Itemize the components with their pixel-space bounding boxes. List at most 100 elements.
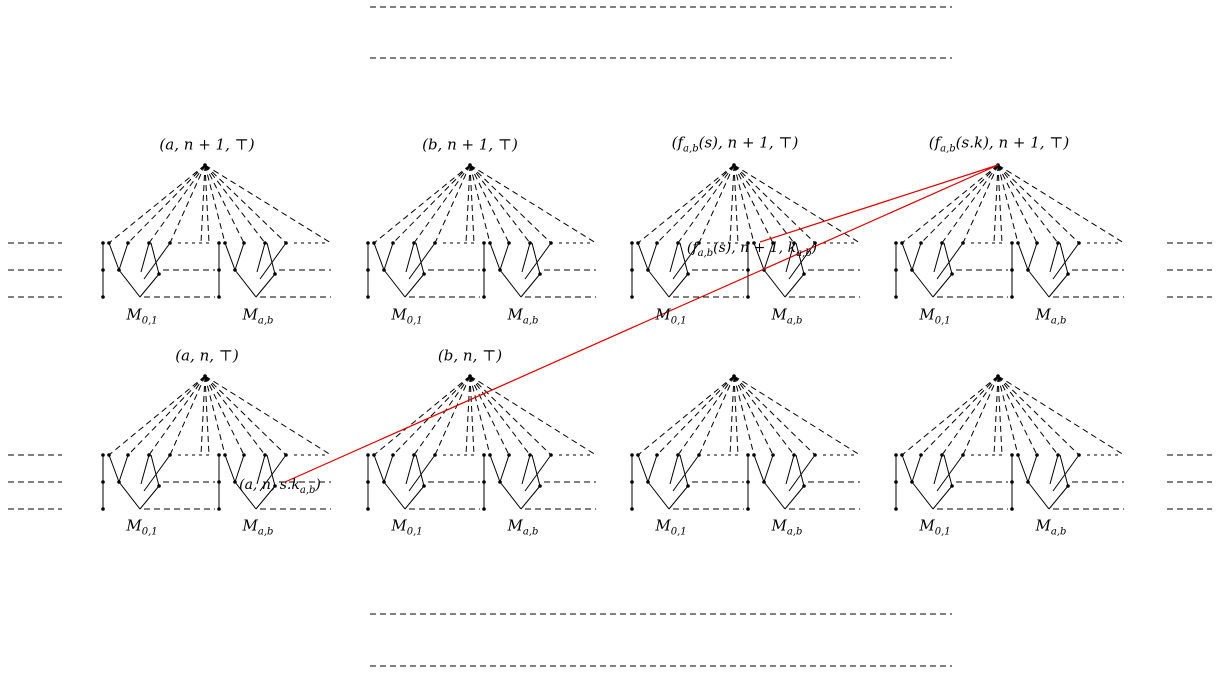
spine-mid-dot: [482, 268, 486, 272]
tree-edge: [936, 454, 964, 492]
tree-edge: [1059, 242, 1069, 275]
tree-edge: [150, 454, 160, 487]
dashed-fan-edge: [469, 164, 510, 244]
root-dot: [732, 374, 736, 378]
inner-dot: [950, 272, 954, 276]
tree-edge: [911, 269, 934, 298]
dashed-fan-edge: [733, 164, 861, 244]
leaf-dot: [147, 453, 151, 457]
dashed-fan-edge: [733, 375, 755, 456]
annotation-f-s-n-plus-1-k: (fa,b(s), n + 1, ka,b): [686, 240, 818, 259]
tree-edge: [489, 454, 501, 483]
spine-mid-dot: [101, 480, 105, 484]
dashed-fan-edge: [920, 375, 999, 456]
inner-dot: [950, 484, 954, 488]
tree-edge: [256, 454, 266, 485]
tree-edge: [139, 485, 160, 510]
dashed-fan-edge: [108, 375, 206, 456]
tree-edge: [373, 242, 385, 271]
inner-dot: [422, 272, 426, 276]
tree-edge: [1027, 454, 1038, 483]
dashed-fan-edge: [656, 164, 735, 244]
leaf-dot: [771, 241, 775, 245]
leaf-dot: [961, 241, 965, 245]
spine-bottom-dot: [482, 295, 486, 299]
tree-edge: [521, 242, 531, 273]
leaf-dot: [919, 241, 923, 245]
subtree-label-m01: M0,1: [919, 305, 951, 327]
inner-dot: [762, 480, 766, 484]
tree-edge: [932, 485, 953, 510]
tree-edge: [224, 454, 236, 483]
spine-bottom-dot: [217, 507, 221, 511]
tree-edge: [943, 454, 953, 487]
tree-edge: [668, 485, 689, 510]
spine-top-dot: [1010, 241, 1014, 245]
leaf-dot: [168, 453, 172, 457]
tree-edge: [499, 242, 510, 271]
spine-mid-dot: [746, 480, 750, 484]
tree-edge: [943, 242, 953, 275]
tree-edge: [647, 269, 670, 298]
dashed-fan-edge: [733, 375, 774, 456]
dashed-fan-edge: [148, 164, 206, 244]
inner-dot: [273, 272, 277, 276]
tree-edge: [415, 454, 425, 487]
inner-dot: [422, 484, 426, 488]
subtree-label-mab: Ma,b: [771, 516, 803, 538]
tree-edge: [679, 454, 689, 487]
leaf-dot: [107, 241, 111, 245]
tree-edge: [1048, 273, 1069, 298]
tree-edge: [521, 454, 531, 485]
tree-edge: [150, 242, 160, 275]
spine-mid-dot: [366, 480, 370, 484]
dashed-fan-edge: [997, 375, 1059, 456]
root-dot: [468, 163, 472, 167]
dashed-fan-edge: [469, 164, 475, 244]
inner-dot: [498, 268, 502, 272]
dashed-fan-edge: [941, 375, 999, 456]
spine-top-dot: [366, 453, 370, 457]
dashed-fan-edge: [108, 164, 206, 244]
leaf-dot: [940, 453, 944, 457]
leaf-dot: [1056, 453, 1060, 457]
dashed-fan-edge: [392, 375, 471, 456]
leaf-dot: [507, 453, 511, 457]
tree-edge: [256, 242, 266, 273]
spine-mid-dot: [366, 268, 370, 272]
tree-edge: [1048, 485, 1069, 510]
tree-edge: [118, 269, 141, 298]
subtree-label-m01: M0,1: [391, 305, 423, 327]
leaf-dot: [168, 241, 172, 245]
dashed-fan-edge: [698, 375, 735, 456]
spine-top-dot: [746, 241, 750, 245]
subtree-label-m01: M0,1: [391, 516, 423, 538]
tree-edge: [1017, 454, 1029, 483]
dashed-fan-edge: [733, 375, 861, 456]
inner-dot: [538, 272, 542, 276]
leaf-dot: [655, 241, 659, 245]
dashed-fan-edge: [469, 164, 491, 244]
tree-edge: [1052, 242, 1080, 280]
leaf-dot: [528, 453, 532, 457]
spine-bottom-dot: [894, 295, 898, 299]
subtree-label-mab: Ma,b: [1035, 516, 1067, 538]
spine-top-dot: [366, 241, 370, 245]
leaf-dot: [528, 241, 532, 245]
spine-top-dot: [630, 453, 634, 457]
dashed-fan-edge: [469, 375, 552, 456]
tree-edge: [234, 454, 245, 483]
subtree-label-m01: M0,1: [919, 516, 951, 538]
dashed-fan-edge: [962, 164, 999, 244]
dashed-fan-edge: [469, 375, 531, 456]
leaf-dot: [372, 241, 376, 245]
spine-top-dot: [482, 241, 486, 245]
inner-dot: [538, 484, 542, 488]
tree-edge: [669, 242, 679, 273]
leaf-dot: [242, 453, 246, 457]
inner-dot: [498, 480, 502, 484]
tree-edge: [499, 454, 510, 483]
leaf-dot: [507, 241, 511, 245]
dashed-fan-edge: [169, 164, 206, 244]
dashed-fan-edge: [997, 375, 1080, 456]
